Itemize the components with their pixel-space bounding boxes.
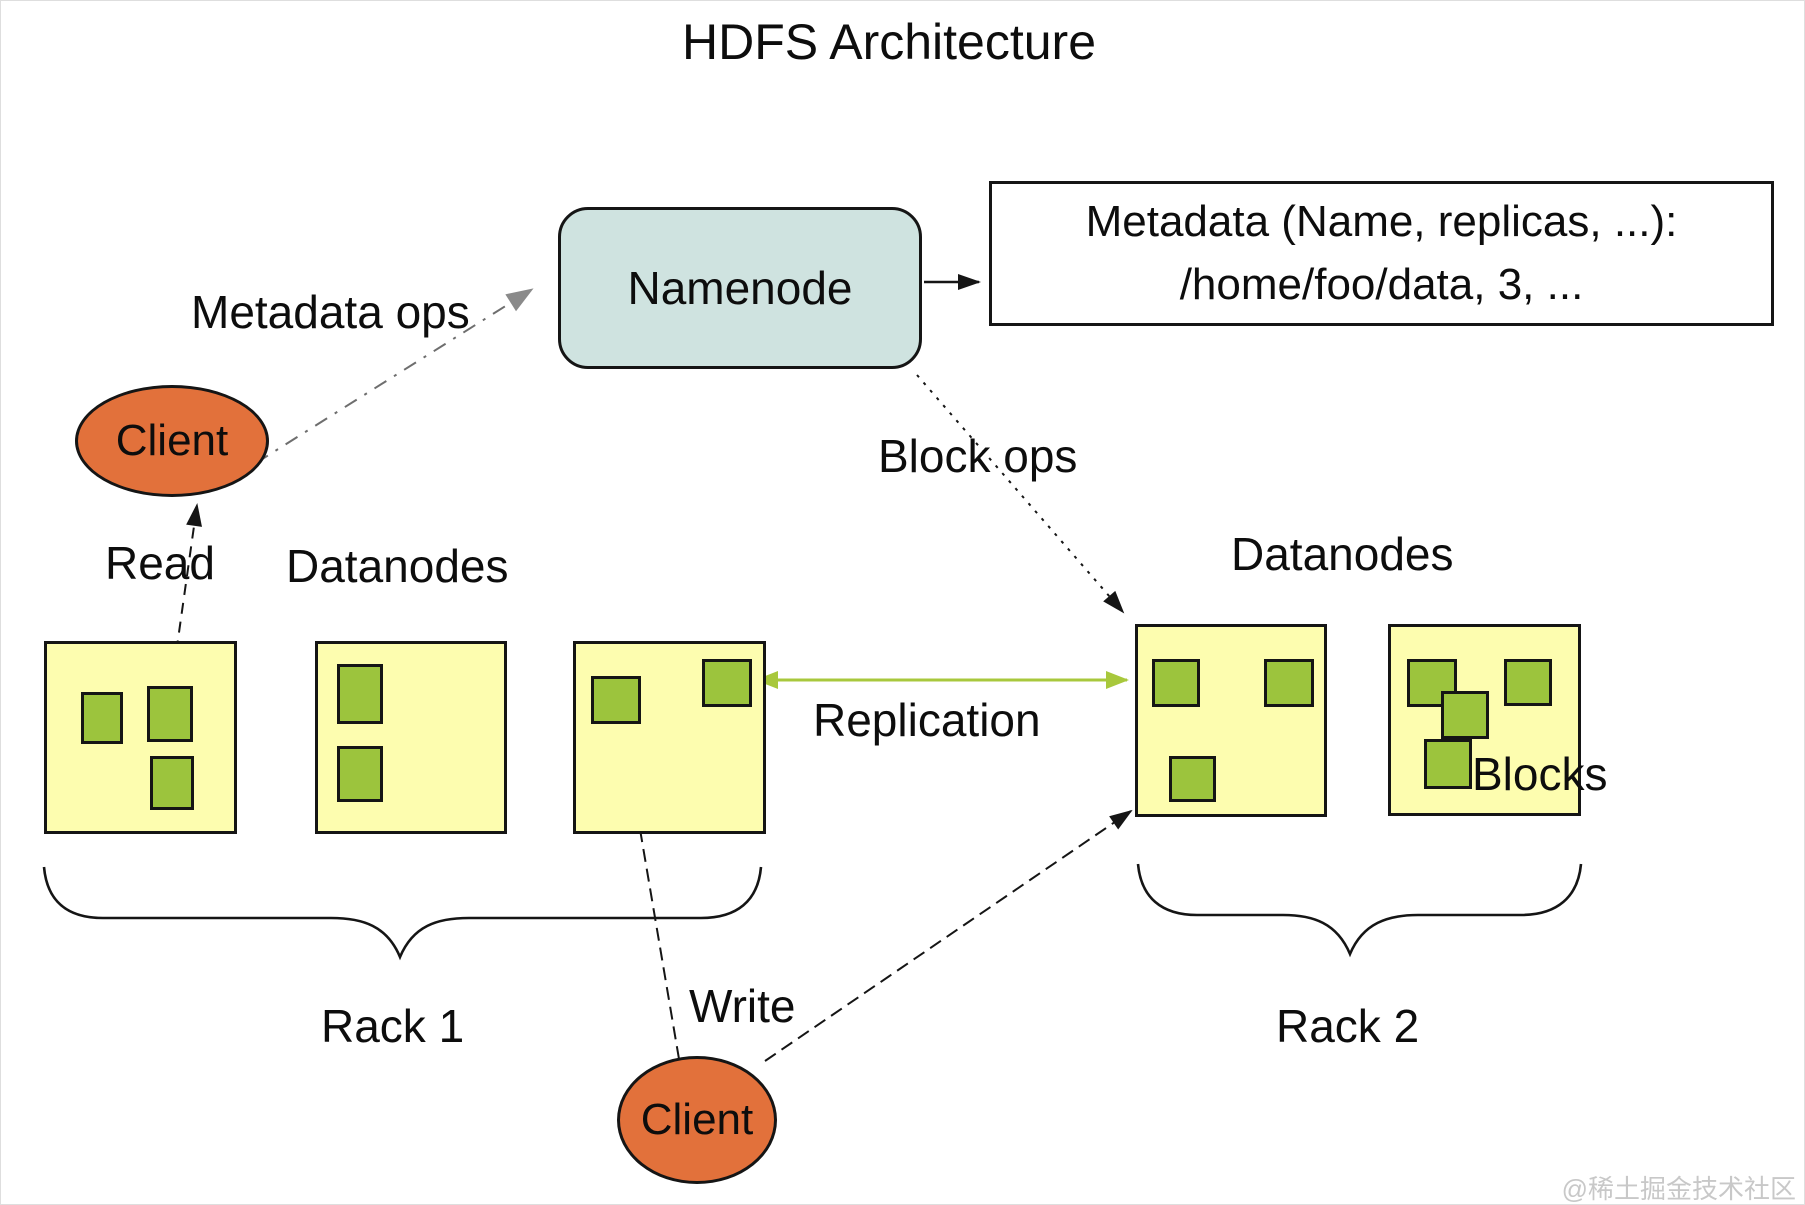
rack1-label: Rack 1 [321,1000,465,1052]
block [81,692,123,744]
datanode-box-rack1-3 [573,641,766,834]
block [1152,659,1200,707]
write-label: Write [689,980,796,1032]
namenode-box: Namenode [558,207,922,369]
block [1264,659,1314,707]
datanodes-left-label: Datanodes [286,540,509,592]
diagram-title: HDFS Architecture [681,14,1097,70]
client-bottom-label: Client [640,1095,754,1144]
block [1441,691,1489,739]
block [702,659,752,707]
metadata-note-line2: /home/foo/data, 3, ... [1179,259,1584,309]
client-top-label: Client [115,416,229,465]
datanodes-right-label: Datanodes [1231,528,1454,580]
write-arrow-left [619,733,680,1060]
read-arrow [170,503,202,690]
block-ops-label: Block ops [878,430,1078,482]
block [337,664,383,724]
blocks-label: Blocks [1472,748,1608,800]
write-arrow-right [764,809,1133,1062]
metadata-ops-label: Metadata ops [191,286,470,338]
datanode-box-rack2-2 [1388,624,1581,816]
replication-label: Replication [813,694,1041,746]
rack2-brace [1136,863,1583,958]
block [591,676,641,724]
rack2-label: Rack 2 [1276,1000,1420,1052]
client-ellipse-bottom: Client [617,1056,777,1184]
block [337,746,383,802]
read-label: Read [105,537,215,589]
block [1424,739,1472,789]
datanode-box-rack1-1 [44,641,237,834]
block [1504,659,1552,706]
metadata-ops-arrow [255,288,534,464]
datanode-box-rack1-2 [315,641,507,834]
watermark: @稀土掘金技术社区 [1561,1174,1796,1204]
metadata-note-box: Metadata (Name, replicas, ...): /home/fo… [989,181,1774,326]
metadata-note-line1: Metadata (Name, replicas, ...): [1085,197,1678,247]
datanode-box-rack2-1 [1135,624,1327,817]
block [147,686,193,742]
client-ellipse-top: Client [75,385,269,497]
block [150,756,194,810]
block-ops-arrow [916,374,1125,614]
rack1-brace [42,866,763,961]
namenode-label: Namenode [627,262,853,314]
block [1169,756,1216,802]
